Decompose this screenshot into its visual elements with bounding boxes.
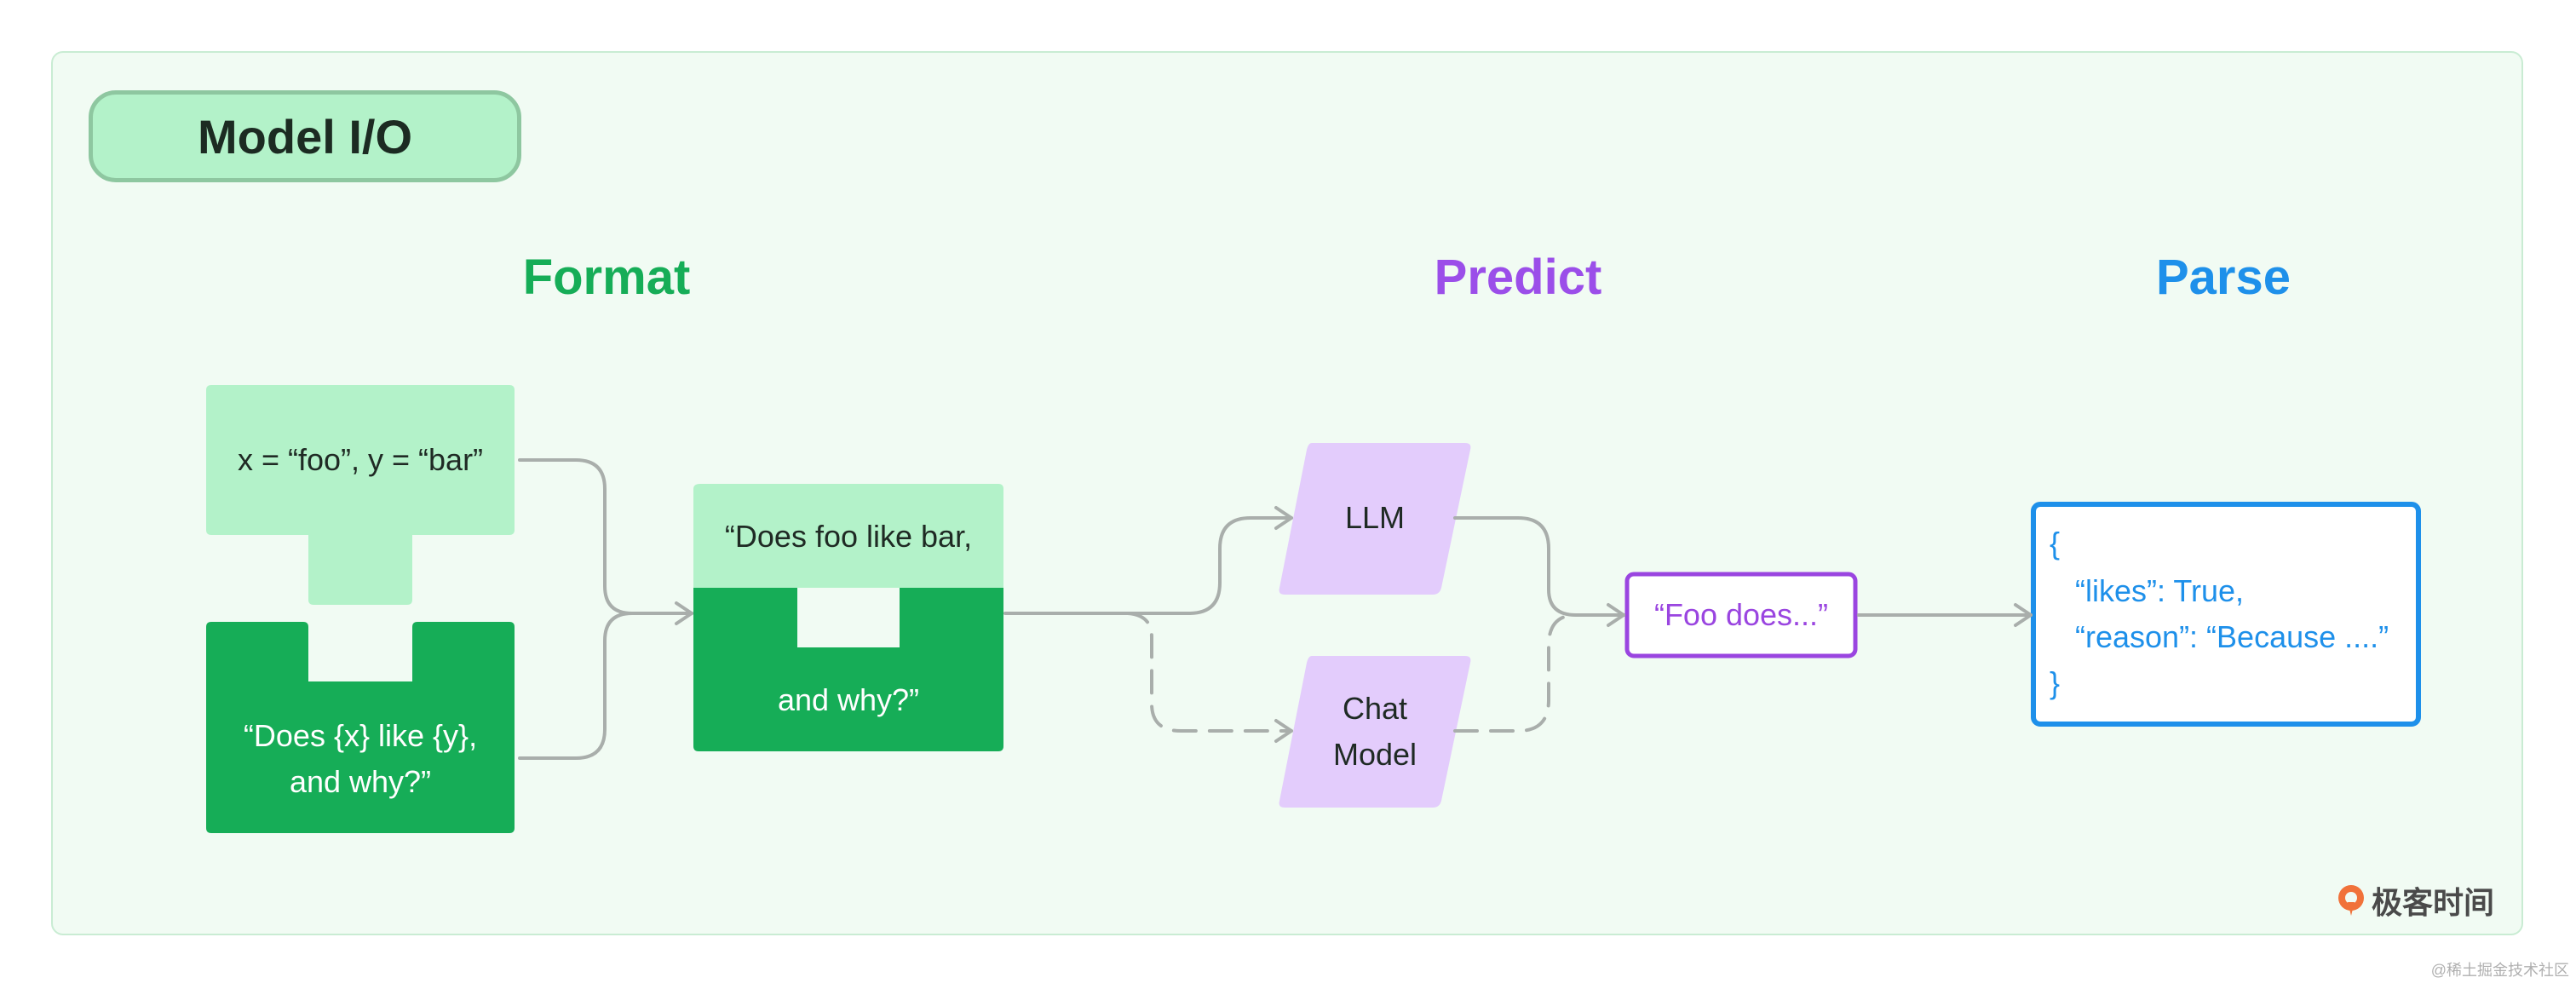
parsed-box — [2031, 502, 2421, 727]
title-pill: Model I/O — [89, 90, 521, 182]
chat-model-label-line1: Chat — [1342, 691, 1408, 726]
variables-block — [206, 385, 515, 605]
logo-text: 极客时间 — [2372, 885, 2495, 920]
chat-model-shape — [1279, 656, 1471, 808]
output-text: “Foo does...” — [1653, 597, 1829, 632]
diagram-title: Model I/O — [198, 109, 412, 164]
template-text-line2: and why?” — [289, 764, 432, 799]
parsed-line-open-brace: { — [2050, 526, 2061, 561]
parsed-line-close-brace: } — [2050, 665, 2061, 700]
stage-predict-heading: Predict — [1434, 250, 1602, 305]
chat-model-label-line2: Model — [1332, 737, 1417, 772]
connector-llm-to-output — [1453, 516, 1625, 617]
arrowhead-llm — [1274, 506, 1293, 530]
connector-prompt-to-chat-model — [1126, 612, 1293, 733]
output-box — [1624, 572, 1858, 658]
connector-prompt-to-llm — [1003, 516, 1293, 615]
prompt-text-line2: and why?” — [777, 682, 920, 717]
prompt-text-line1: “Does foo like bar, — [724, 519, 973, 554]
connector-chat-model-to-output — [1453, 613, 1578, 733]
parsed-line-likes: “likes”: True, — [2075, 573, 2245, 608]
stage-format-heading: Format — [522, 250, 691, 305]
parsed-line-reason: “reason”: “Because ....” — [2075, 619, 2389, 654]
llm-shape — [1279, 443, 1471, 595]
stage-parse-heading: Parse — [2155, 250, 2291, 305]
arrowhead-parsed — [2014, 603, 2033, 627]
llm-label: LLM — [1344, 500, 1406, 535]
prompt-block-bottom — [693, 588, 1003, 751]
arrowhead-chat-model — [1274, 719, 1293, 743]
brand-logo: 极客时间 — [2336, 877, 2494, 923]
logo-mark-icon — [2338, 885, 2364, 916]
arrowhead-output — [1607, 603, 1625, 627]
template-text-line1: “Does {x} like {y}, — [243, 718, 478, 753]
prompt-block-top — [693, 484, 1003, 588]
variables-text: x = “foo”, y = “bar” — [237, 442, 484, 477]
connector-template-to-prompt — [518, 612, 693, 760]
watermark: @稀土掘金技术社区 — [2430, 962, 2569, 979]
connector-variables-to-prompt — [518, 458, 693, 615]
template-block — [206, 622, 515, 833]
arrowhead-prompt — [675, 601, 693, 625]
